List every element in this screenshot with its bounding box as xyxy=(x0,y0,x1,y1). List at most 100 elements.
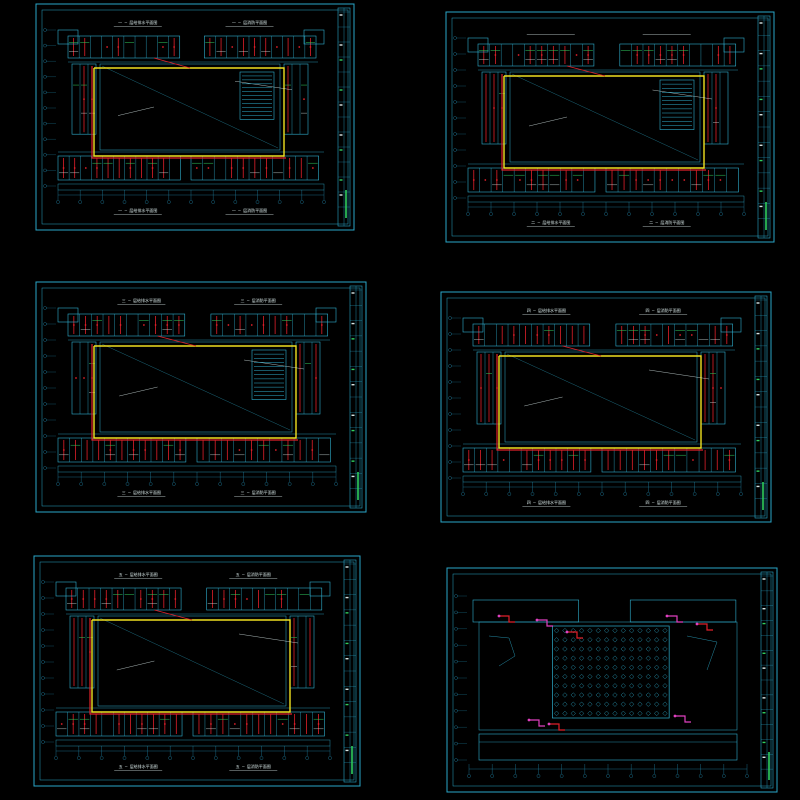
skylight-panel xyxy=(662,674,668,680)
skylight-panel xyxy=(579,646,585,652)
axis-bubble xyxy=(43,75,47,79)
skylight-panel xyxy=(645,664,651,670)
skylight-panel xyxy=(595,646,601,652)
axis-bubble xyxy=(673,212,677,216)
drawing-sheet-2: 二 ─ 层给排水平面图二 ─ 层消防平面图 xyxy=(445,11,775,243)
skylight-panel xyxy=(637,692,643,698)
axis-bubble xyxy=(56,200,60,204)
skylight-panel xyxy=(553,674,560,680)
skylight-panel xyxy=(595,710,601,716)
skylight-panel xyxy=(570,655,576,661)
fixture-dot xyxy=(560,459,563,461)
fixture-dot xyxy=(173,46,176,48)
fixture-dot xyxy=(246,598,248,600)
skylight-frame xyxy=(552,625,670,719)
axis-bubble xyxy=(454,659,458,664)
main-supply-pipe xyxy=(496,354,703,451)
axis-bubble xyxy=(218,482,222,486)
roof-drain xyxy=(547,722,551,726)
axis-bubble xyxy=(259,756,264,760)
fixture-dot xyxy=(117,46,120,48)
main-supply-pipe xyxy=(91,344,298,441)
skylight-panel xyxy=(629,683,635,689)
drawing-title: 一 ─ 层给排水平面图 xyxy=(118,207,157,213)
skylight-panel xyxy=(629,655,635,661)
skylight-panel xyxy=(654,692,660,698)
sheet-outer-frame xyxy=(35,281,367,513)
fixture-dot xyxy=(671,179,674,181)
axis-bubble xyxy=(167,200,171,204)
skylight-panel xyxy=(553,637,560,643)
axis-bubble xyxy=(577,492,581,496)
skylight-panel xyxy=(587,637,593,643)
skylight-panel xyxy=(620,637,626,643)
roof-drain xyxy=(497,614,501,618)
courtyard-slope-line xyxy=(101,343,291,431)
fixture-dot xyxy=(195,167,198,169)
drawing-sheet-6 xyxy=(446,567,778,793)
room-row xyxy=(67,35,181,59)
axis-bubble xyxy=(454,692,458,697)
axis-bubble xyxy=(311,482,315,486)
courtyard-outline xyxy=(97,615,287,707)
axis-bubble xyxy=(698,774,703,778)
roof-outline-detail xyxy=(686,635,718,671)
axis-bubble xyxy=(453,164,457,168)
axis-bubble xyxy=(78,200,82,204)
fixture-dot xyxy=(233,723,236,725)
roof-drain-pipe xyxy=(567,631,583,639)
axis-bubble xyxy=(264,482,269,486)
skylight-panel xyxy=(612,701,618,707)
roof-drain xyxy=(565,630,569,634)
axis-bubble xyxy=(43,59,47,63)
skylight-panel xyxy=(604,683,610,689)
fixture-dot xyxy=(635,179,638,181)
skylight-panel xyxy=(629,692,635,698)
stair-tower xyxy=(462,317,484,333)
skylight-panel xyxy=(562,664,568,670)
room-row-outline xyxy=(476,351,502,425)
axis-bubble xyxy=(553,492,558,496)
fixture-dot xyxy=(636,54,639,56)
main-supply-pipe xyxy=(501,74,706,171)
skylight-panel xyxy=(579,637,585,643)
axis-bubble xyxy=(144,200,149,204)
fixture-dot xyxy=(720,387,722,389)
room-row xyxy=(57,155,181,181)
axis-bubble xyxy=(43,90,47,95)
axis-bubble xyxy=(214,756,218,760)
fixture-dot xyxy=(144,449,147,451)
axis-bubble xyxy=(43,121,47,126)
room-row xyxy=(619,43,737,67)
axis-bubble xyxy=(41,708,45,712)
drawing-title: 三 ─ 层消防平面图 xyxy=(241,297,276,303)
axis-bubble xyxy=(448,364,452,368)
axis-bubble xyxy=(43,168,47,173)
skylight-panel xyxy=(562,655,568,661)
fixture-dot xyxy=(647,179,650,181)
axis-bubble xyxy=(650,212,654,216)
skylight-panel xyxy=(587,683,593,689)
roof-drain-pipe xyxy=(549,723,565,731)
skylight-panel xyxy=(637,637,643,643)
skylight-panel xyxy=(612,683,618,689)
stair-block xyxy=(251,349,287,400)
fixture-dot xyxy=(106,46,109,48)
axis-bubble xyxy=(453,100,457,104)
fixture-dot xyxy=(285,324,288,326)
fixture-dot xyxy=(565,179,568,181)
axis-bubble xyxy=(448,348,452,352)
branch-supply xyxy=(153,57,191,69)
skylight-panel xyxy=(612,674,618,680)
skylight-panel xyxy=(637,674,643,680)
fixture-dot xyxy=(494,54,497,56)
skylight-panel xyxy=(570,692,576,698)
skylight-panel xyxy=(654,710,660,716)
axis-bubble xyxy=(448,460,452,464)
roof-drain-pipe xyxy=(537,619,553,627)
skylight-panel xyxy=(570,701,576,707)
branch-supply xyxy=(562,345,602,357)
fixture-dot xyxy=(719,179,722,181)
roof-drain-pipe xyxy=(499,615,515,623)
